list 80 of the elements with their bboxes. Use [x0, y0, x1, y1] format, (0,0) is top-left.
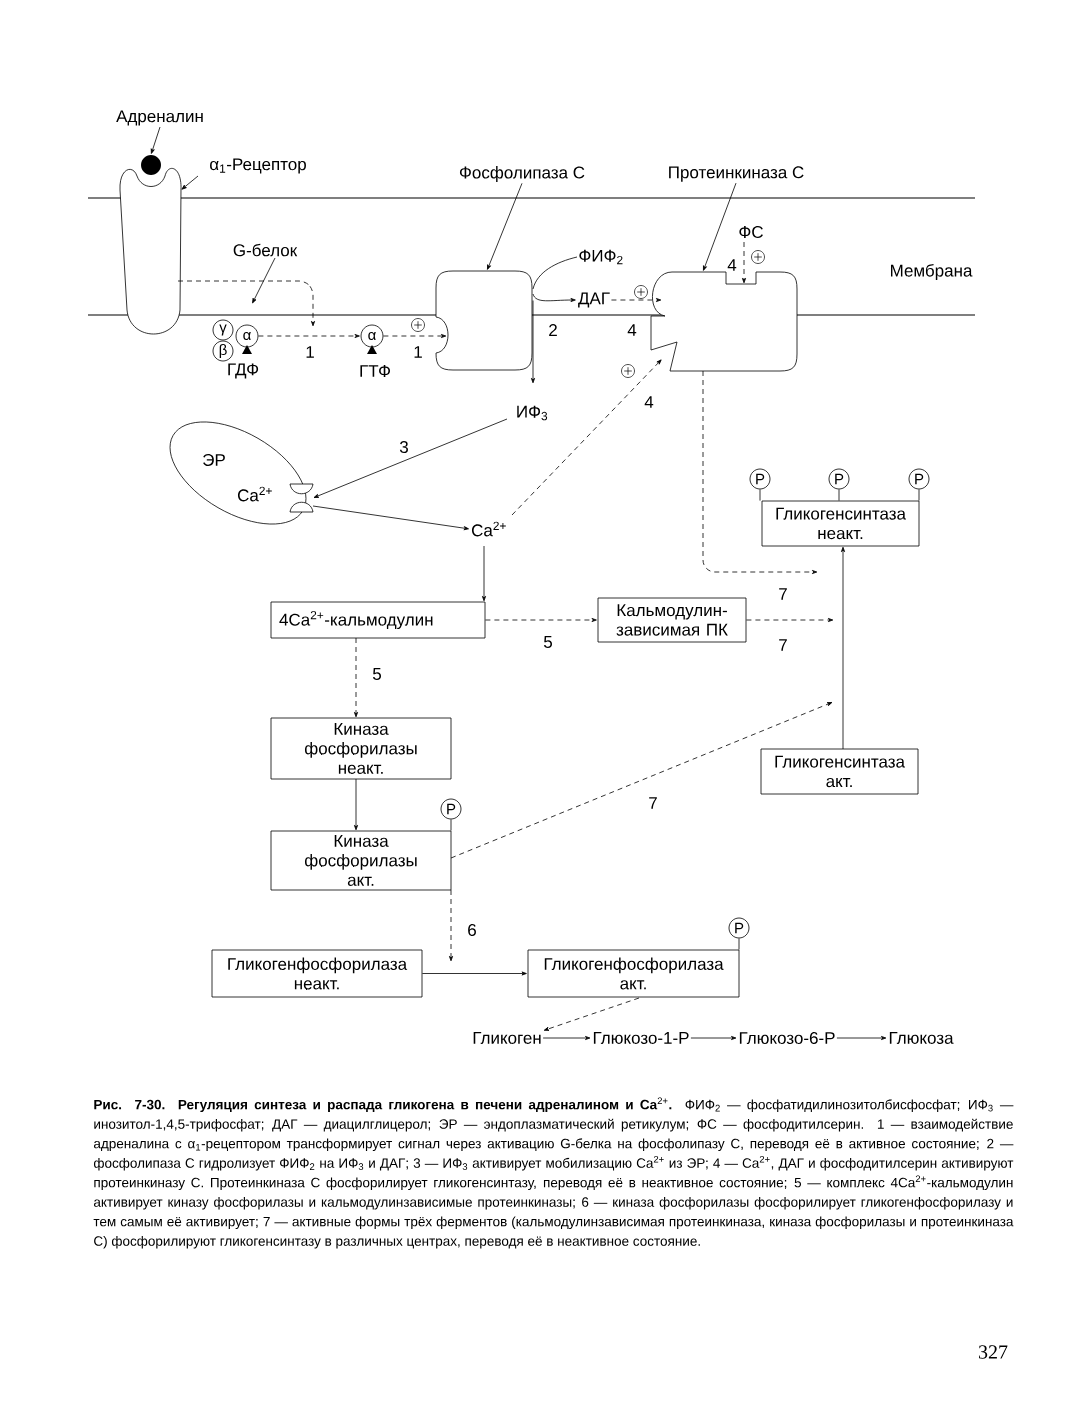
receptor-drawing	[119, 168, 182, 335]
leader-line	[532, 256, 578, 290]
text-label: Глюкоза	[889, 1032, 954, 1044]
ligand-dot	[141, 155, 161, 175]
channel-drawing	[289, 483, 314, 513]
arrow	[312, 505, 469, 531]
enzyme-box: 4Ca$^{2+}$-кальмодулин	[270, 601, 486, 639]
text-label: Глюкозо-1-Р	[593, 1032, 689, 1044]
arrow	[258, 334, 360, 338]
enzyme-box: Гликогенфосфорилаза неакт.	[211, 949, 423, 998]
enzyme-box: Киназа фосфорилазы неакт.	[270, 717, 452, 780]
connector-line	[450, 819, 452, 831]
leader-line	[252, 257, 276, 304]
edge-label: 4	[726, 258, 738, 272]
text-label: G-белок	[233, 243, 298, 257]
arrow	[746, 618, 834, 622]
arrow	[422, 971, 527, 976]
edge-label: 6	[466, 923, 478, 938]
arrow	[150, 126, 161, 154]
arrow	[841, 546, 845, 750]
arrow	[532, 293, 576, 302]
arrow	[742, 241, 746, 284]
arrow	[449, 889, 453, 962]
arrow	[485, 618, 597, 622]
arrow	[354, 778, 358, 831]
text-label: ГТФ	[360, 365, 390, 377]
text-label: Фосфолипаза C	[459, 166, 585, 182]
edge-label: 7	[777, 587, 789, 601]
edge-label: 1	[304, 345, 316, 359]
enzyme-box: Кальмодулин-зависимая ПК	[597, 597, 747, 643]
text-label: ФС	[739, 226, 763, 239]
edge-label: 7	[647, 796, 659, 810]
edge-label: 1	[412, 345, 424, 359]
text-label: α$_{1}$-Рецептор	[210, 158, 306, 174]
text-label: Ca$^{2+}$	[471, 521, 506, 537]
leader-line	[487, 182, 523, 270]
arrow	[702, 370, 818, 574]
arrow	[482, 545, 486, 602]
arrow	[543, 997, 640, 1031]
edge-label: 5	[542, 635, 554, 649]
enzyme-box: Гликогенфосфорилаза акт.	[527, 949, 740, 998]
arrow	[611, 298, 662, 302]
arrow	[542, 1036, 591, 1040]
text-label: Протеинкиназа C	[669, 166, 804, 182]
arrow	[313, 418, 508, 498]
connector-line	[918, 489, 920, 501]
text-label: ДАГ	[578, 292, 610, 308]
edge-label: 5	[371, 667, 383, 681]
enzyme-box: Киназа фосфорилазы акт.	[270, 830, 452, 891]
text-label: Гликоген	[473, 1032, 541, 1044]
enzyme-box: Гликогенсинтаза неакт.	[761, 500, 920, 547]
arrow	[383, 334, 447, 338]
arrow	[531, 300, 535, 384]
connector-line	[838, 489, 840, 501]
edge-label: 3	[398, 440, 410, 454]
connector-line	[738, 938, 740, 950]
enzyme-drawing	[435, 270, 533, 371]
text-label: ИФ$_{3}$	[517, 405, 548, 421]
enzyme-box: Гликогенсинтаза акт.	[760, 748, 919, 795]
text-label: ФИФ$_{2}$	[579, 249, 623, 265]
arrow	[836, 1036, 887, 1040]
edge-label: 2	[547, 323, 559, 337]
arrow	[511, 359, 662, 516]
text-label: ГДФ	[228, 363, 259, 379]
arrow	[690, 1036, 737, 1040]
enzyme-drawing	[650, 271, 798, 372]
connector-line	[759, 489, 761, 501]
leader-line	[703, 182, 737, 271]
arrow	[450, 702, 833, 859]
text-label: Адреналин	[116, 110, 203, 126]
arrow	[354, 637, 358, 718]
edge-label: 4	[643, 395, 655, 409]
caption-text: Рис. 7-30. Регуляция синтеза и распада гликогена в печени адреналином и Ca$^{2+}$. ФИФ$_{2}$ — фосфатидилинозитолбисфосфат; ИФ$_{3}$ — инозитол-1,4,5-трифосфат; ДАГ — диацилглицерол; ЭР — эндоплазматический ретикулум; ФС — фосфодитилсерин. 1 — взаимодействие адреналина с α$_{1}$-рецептором трансформирует сигнал через активацию G-белка на фосфолипазу C, переводя её в активное состояние; 2 — фосфолипаза C гидролизует ФИФ$_{2}$ на ИФ$_{3}$ и ДАГ; 3 — ИФ$_{3}$ активирует мобилизацию Ca$^{2+}$ из ЭР; 4 — Ca$^{2+}$, ДАГ и фосфодитилсерин активируют протеинкиназу C. Протеинкиназа C фосфорилирует гликогенсинтазу, переводя её в неактивное состояние; 5 — комплекс 4Ca$^{2+}$-кальмодулин активирует киназу фосфорилазы и кальмодулинзависимые протеинкиназы; 6 — киназа фосфорилазы фосфорилирует гликогенфосфорилазу и тем самым её активирует; 7 — активные формы трёх ферментов (кальмодулинзависимая протеинкиназа, киназа фосфорилазы и протеинкиназа C) фосфорилируют гликогенсинтазу в различных центрах, переводя её в неактивное состояние.	[93, 1097, 1014, 1249]
leader-line	[181, 175, 199, 190]
text-label: Мембрана	[891, 264, 973, 280]
arrow	[177, 280, 315, 327]
page-number: 327	[978, 1345, 1008, 1359]
edge-label: 7	[777, 638, 789, 652]
edge-label: 4	[626, 323, 638, 337]
text-label: Глюкозо-6-Р	[739, 1032, 835, 1045]
